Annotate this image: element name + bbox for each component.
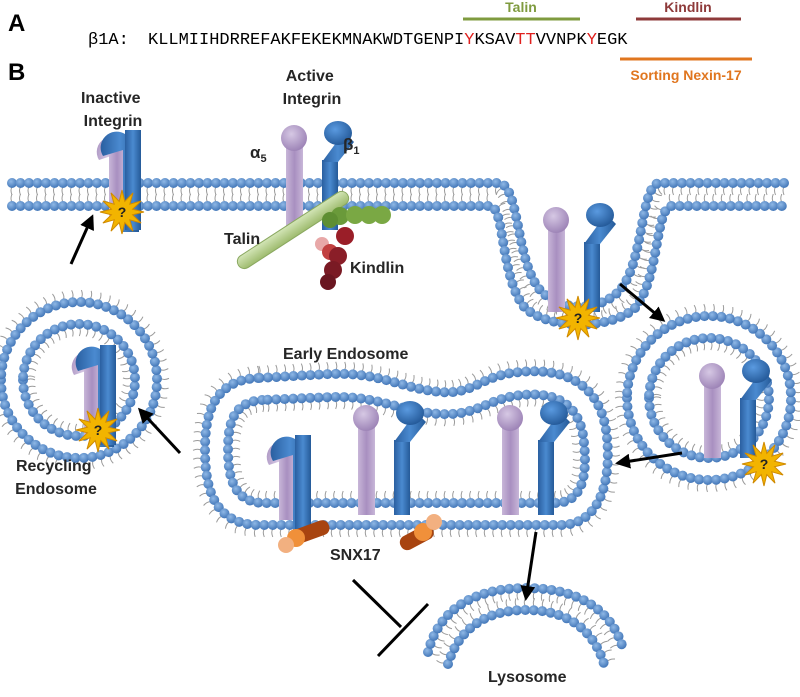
sequence-segment-2: KSAV — [474, 31, 516, 50]
talin-site-label: Talin — [505, 0, 537, 15]
active-integrin-surface — [281, 121, 354, 230]
sequence-segment-0: KLLMIIHDRREFAKFEKEKMNAKWDTGENPI — [148, 31, 464, 50]
alpha5-label: α5 — [250, 143, 267, 165]
unknown-mark: ? — [760, 456, 769, 472]
unknown-mark: ? — [574, 310, 583, 326]
arrow-to-lysosome — [520, 531, 538, 601]
integrin-early-endosome-2 — [353, 401, 426, 515]
beta1a-sequence: KLLMIIHDRREFAKFEKEKMNAKWDTGENPIYKSAVTTVV… — [148, 31, 628, 50]
beta1-label: β1 — [343, 135, 360, 157]
arrow-to-vesicle — [619, 282, 666, 322]
unknown-mark: ? — [118, 204, 127, 220]
integrin-early-endosome-1 — [266, 435, 311, 532]
integrin-early-endosome-3 — [497, 401, 570, 515]
arrow-to-surface — [69, 214, 94, 265]
sequence-name: β1A: — [88, 31, 129, 50]
sequence-segment-6: EGK — [597, 31, 628, 50]
sequence-segment-5: Y — [587, 31, 597, 50]
arrow-to-early-endosome — [615, 451, 683, 469]
sequence-segment-1: Y — [464, 31, 474, 50]
membranes — [0, 178, 800, 669]
integrins — [71, 121, 772, 532]
sequence-segment-4: VVNPK — [536, 31, 588, 50]
star-recycling: ? — [75, 407, 121, 453]
talin-label: Talin — [224, 231, 260, 248]
kindlin-label: Kindlin — [350, 260, 404, 277]
sequence-segment-3: TT — [515, 31, 535, 50]
panel-b-label: B — [8, 59, 25, 86]
star-invagination: ? — [555, 295, 601, 341]
snx17-label: SNX17 — [330, 547, 381, 564]
kindlin-site-label: Kindlin — [664, 0, 711, 15]
star-surface: ? — [99, 189, 145, 235]
arrows — [69, 214, 683, 601]
snx17-site-label: Sorting Nexin-17 — [630, 67, 741, 83]
endocytic-vesicle — [614, 303, 800, 493]
recycling-endosome-label: Recycling Endosome — [15, 458, 97, 498]
talin-protein — [236, 190, 350, 270]
kindlin-protein — [315, 206, 391, 290]
lysosome-label: Lysosome — [488, 669, 567, 686]
integrin-invagination — [543, 203, 616, 312]
unknown-mark: ? — [94, 422, 103, 438]
integrin-vesicle — [699, 359, 772, 458]
unknown-factors: ???? — [75, 189, 787, 487]
inactive-integrin-label: Inactive Integrin — [81, 90, 145, 130]
inhibition-symbol — [351, 578, 430, 658]
star-vesicle: ? — [741, 441, 787, 487]
panel-a-label: A — [8, 10, 25, 37]
plasma-membrane — [7, 178, 790, 330]
snx17-protein — [278, 514, 442, 553]
early-endosome-label: Early Endosome — [283, 346, 408, 363]
active-integrin-label: Active Integrin — [283, 68, 342, 108]
arrow-to-recycling — [137, 407, 182, 455]
